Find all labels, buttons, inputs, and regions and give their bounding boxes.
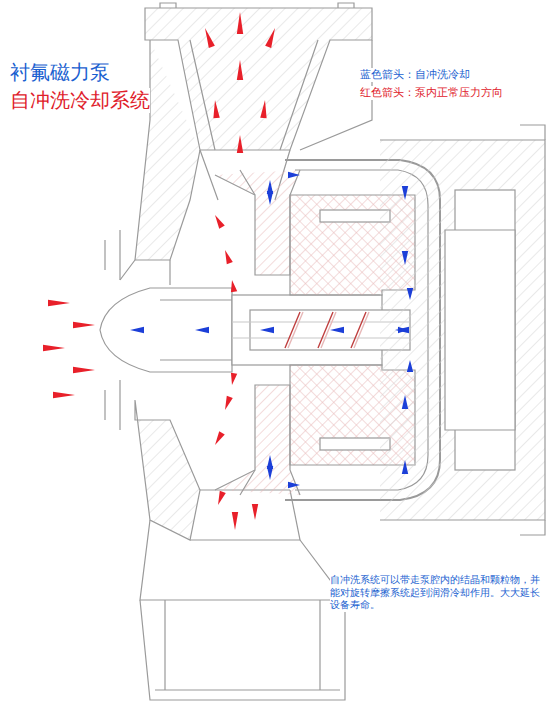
flow-arrow <box>225 250 233 264</box>
flow-arrow <box>267 191 273 205</box>
flow-arrow <box>330 327 344 333</box>
flow-arrow <box>407 288 413 300</box>
flow-arrow <box>43 345 65 351</box>
flow-arrow <box>237 12 243 34</box>
flow-arrow <box>213 100 219 118</box>
flow-arrow <box>402 186 408 200</box>
description-note: 自冲洗系统可以带走泵腔内的结晶和颗粒物，并能对旋转摩擦系统起到润滑冷却作用。大大… <box>330 574 548 612</box>
flow-arrow <box>407 360 413 372</box>
flow-arrow <box>402 395 408 409</box>
flow-arrow <box>232 512 238 530</box>
flow-arrow <box>73 367 95 373</box>
subtitle: 自冲洗冷却系统 <box>10 88 150 113</box>
flow-arrow <box>288 482 300 488</box>
legend-note: 红色箭头：泵内正常压力方向 <box>360 86 503 100</box>
flow-arrow <box>265 28 275 48</box>
flow-arrow <box>130 327 144 333</box>
flow-arrow <box>252 504 258 520</box>
flow-arrow <box>237 135 243 153</box>
flow-arrow <box>205 28 215 48</box>
flow-arrow <box>395 327 409 333</box>
flow-arrow <box>260 100 266 118</box>
flow-arrow <box>73 322 95 328</box>
flow-arrow <box>215 431 225 445</box>
flow-arrow <box>267 455 273 469</box>
flow-arrow <box>53 392 75 398</box>
flow-arrow <box>231 373 237 385</box>
flow-arrow <box>225 396 233 410</box>
flow-arrow <box>218 491 226 505</box>
flow-arrow <box>231 280 237 292</box>
flow-arrow <box>402 251 408 265</box>
flow-arrow <box>260 327 274 333</box>
flow-arrow <box>48 300 70 306</box>
flow-arrow <box>288 172 300 178</box>
flow-arrow <box>402 460 408 474</box>
flow-arrow <box>237 60 243 80</box>
flow-arrow <box>195 327 209 333</box>
legend-note: 蓝色箭头：自冲洗冷却 <box>360 68 470 82</box>
title: 衬氟磁力泵 <box>10 60 110 85</box>
flow-arrow <box>215 215 225 229</box>
